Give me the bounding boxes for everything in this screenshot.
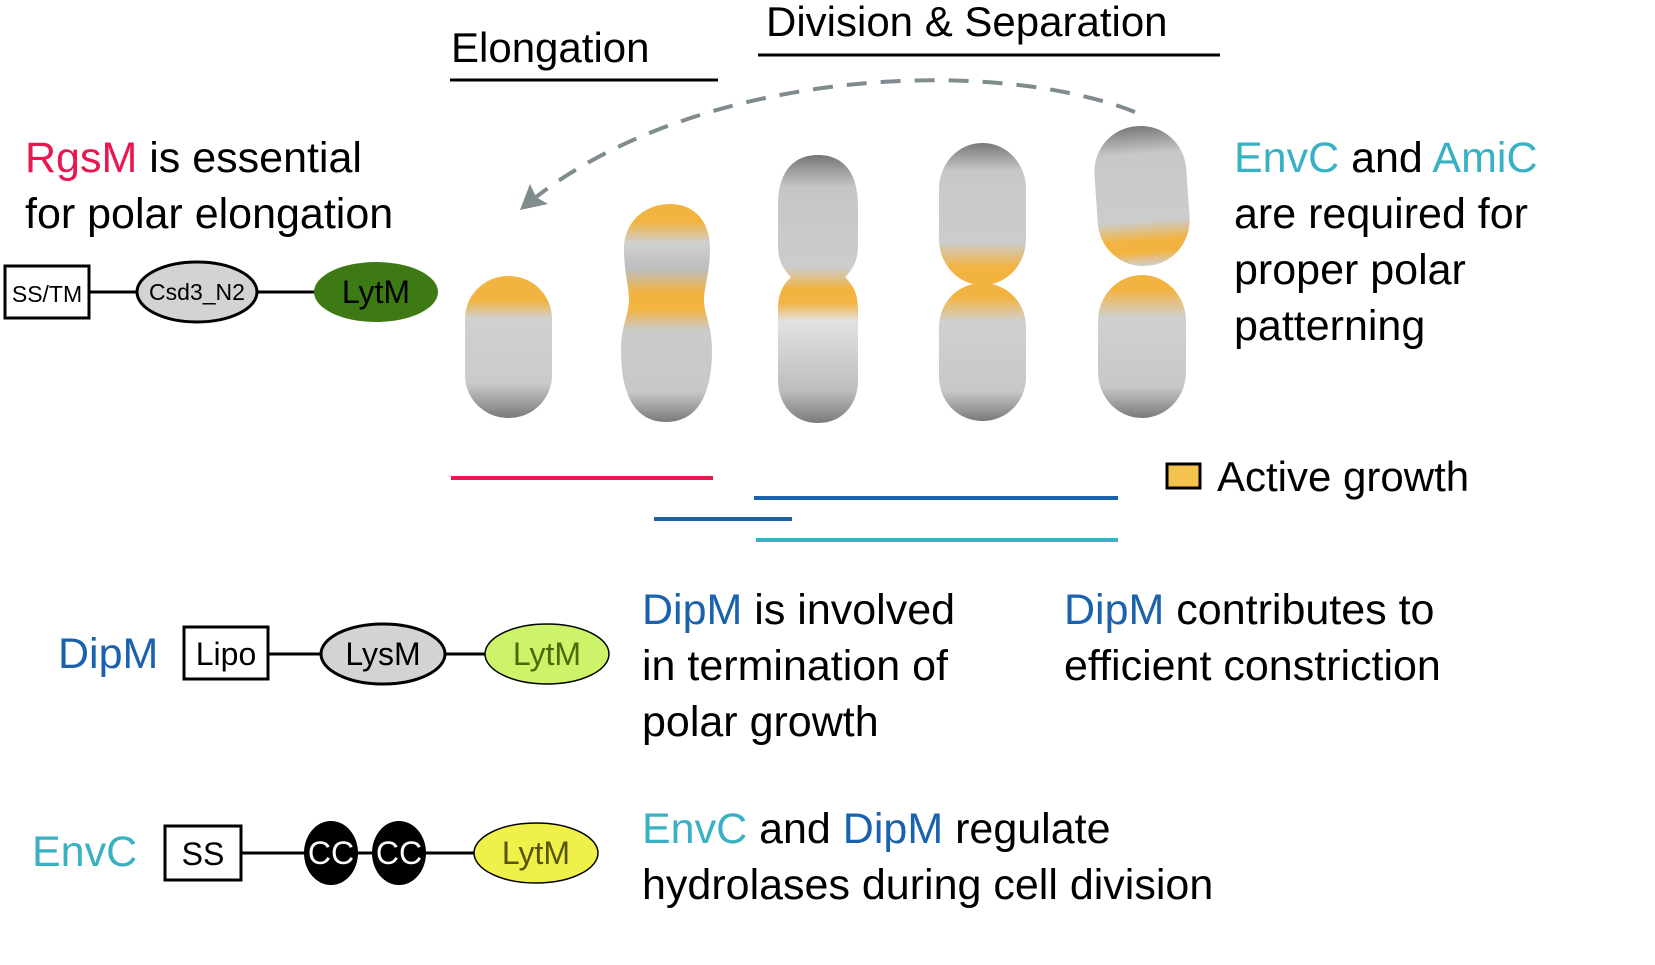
dipm-termination-line3: polar growth bbox=[642, 698, 879, 746]
legend-swatch bbox=[1165, 462, 1202, 490]
dipm-lipo-domain bbox=[182, 625, 270, 681]
envc-amic-statement-line4: patterning bbox=[1234, 302, 1425, 350]
envc-amic-statement-line2: are required for bbox=[1234, 190, 1528, 238]
division-heading: Division & Separation bbox=[766, 0, 1168, 45]
envc-amic-statement-line3: proper polar bbox=[1234, 246, 1466, 294]
envc-amic-statement-line1: EnvC and AmiC bbox=[1234, 134, 1538, 182]
dipm-lipo-label: Lipo bbox=[196, 636, 257, 672]
rgsm-csd3-label: Csd3_N2 bbox=[149, 279, 245, 305]
cell-separating-top bbox=[939, 143, 1026, 285]
dipm-lytm-label: LytM bbox=[513, 636, 581, 672]
envc-cc2-domain bbox=[372, 821, 426, 885]
rgsm-statement-line2: for polar elongation bbox=[25, 190, 393, 238]
rgsm-ss-tm-domain bbox=[3, 264, 91, 320]
envc-dipm-statement-line1: EnvC and DipM regulate bbox=[642, 805, 1110, 853]
cell-daughter-bottom bbox=[1098, 275, 1186, 418]
dipm-constriction-line1: DipM contributes to bbox=[1064, 586, 1434, 634]
cell-elongating bbox=[621, 204, 712, 422]
envc-lytm-label: LytM bbox=[502, 835, 570, 871]
envc-cc1-domain bbox=[304, 821, 358, 885]
dipm-lysm-label: LysM bbox=[345, 636, 420, 672]
dipm-termination-line1: DipM is involved bbox=[642, 586, 955, 634]
rgsm-lytm-domain bbox=[314, 262, 438, 322]
legend-label: Active growth bbox=[1217, 453, 1469, 500]
dipm-lytm-domain bbox=[484, 623, 610, 685]
rgsm-csd3-domain bbox=[135, 260, 259, 324]
dipm-protein-label: DipM bbox=[58, 630, 158, 678]
envc-protein-label: EnvC bbox=[32, 828, 137, 876]
envc-dipm-statement-line2: hydrolases during cell division bbox=[642, 861, 1213, 909]
dipm-constriction-line2: efficient constriction bbox=[1064, 642, 1441, 690]
envc-ss-domain bbox=[163, 824, 243, 882]
cycle-arrowhead-icon bbox=[520, 184, 548, 210]
rgsm-ss-tm-label: SS/TM bbox=[12, 281, 82, 307]
envc-ss-label: SS bbox=[182, 836, 225, 872]
envc-cc2-label: CC bbox=[376, 835, 422, 871]
cell-separating-bottom bbox=[939, 283, 1026, 421]
envc-lytm-domain bbox=[473, 822, 599, 884]
cell-constricting bbox=[778, 155, 858, 423]
cell-daughter-top bbox=[1094, 125, 1190, 267]
cycle-arrow bbox=[534, 78, 1136, 199]
cell-newborn bbox=[465, 276, 552, 418]
dipm-termination-line2: in termination of bbox=[642, 642, 949, 690]
elongation-heading: Elongation bbox=[451, 24, 650, 71]
envc-cc1-label: CC bbox=[308, 835, 354, 871]
rgsm-statement-line1: RgsM is essential bbox=[25, 134, 362, 182]
rgsm-lytm-label: LytM bbox=[342, 274, 410, 310]
dipm-lysm-domain bbox=[319, 622, 447, 686]
